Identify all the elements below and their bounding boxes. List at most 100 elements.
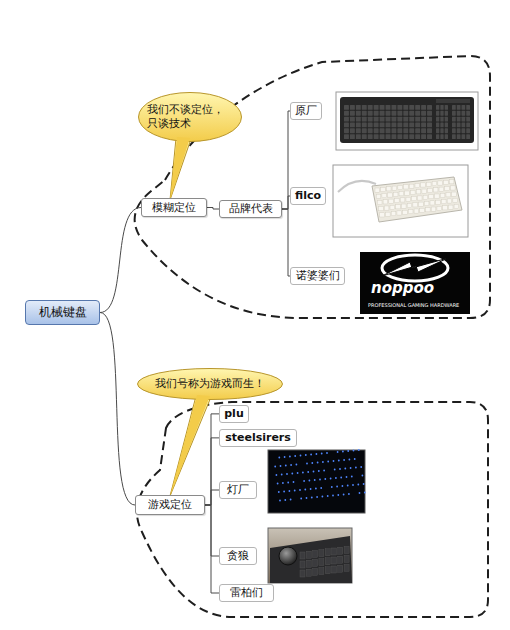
key-light	[353, 450, 355, 452]
key-light	[289, 490, 291, 492]
key-light	[296, 464, 298, 466]
key-light	[279, 500, 281, 502]
key-cap	[457, 105, 461, 110]
key-light	[310, 454, 312, 456]
key-light	[348, 493, 350, 495]
key-cap	[421, 183, 426, 187]
key-light	[306, 497, 308, 499]
key-cap	[391, 212, 396, 216]
key-light	[355, 467, 357, 469]
key-cap	[398, 185, 403, 189]
key-cap	[374, 111, 379, 116]
key-cap	[427, 134, 432, 139]
key-cap	[362, 128, 367, 133]
key-cap	[438, 181, 443, 185]
logo-bolt	[382, 258, 448, 276]
key-cap	[386, 128, 391, 133]
key-light	[332, 495, 334, 497]
key-cap	[332, 557, 337, 564]
key-cap	[457, 111, 461, 116]
key-light	[324, 478, 326, 480]
key-light	[313, 471, 315, 473]
node-text: 游戏定位	[148, 498, 192, 512]
key-cap	[332, 566, 337, 573]
key-light	[364, 492, 366, 494]
key-cap	[380, 213, 385, 217]
key-cap	[421, 134, 426, 139]
key-cap	[436, 105, 439, 110]
key-cap	[325, 549, 330, 556]
key-cap	[457, 134, 461, 139]
key-cap	[368, 128, 373, 133]
key-cap	[374, 117, 379, 122]
key-cap	[421, 117, 426, 122]
key-light	[310, 488, 312, 490]
key-cap	[368, 117, 373, 122]
branch-topic: 模糊定位	[141, 198, 207, 217]
photo-frame	[268, 450, 365, 513]
key-cap	[409, 117, 414, 122]
key-cap	[397, 211, 402, 215]
key-light	[357, 484, 359, 486]
key-cap	[403, 105, 408, 110]
key-cap	[436, 128, 439, 133]
key-light	[289, 456, 291, 458]
subtopic: steelsirers	[219, 429, 297, 447]
node-text: plu	[224, 407, 243, 421]
key-cap	[429, 195, 434, 199]
key-cap	[356, 105, 361, 110]
key-cap	[422, 189, 427, 193]
key-cap	[356, 128, 361, 133]
key-light	[363, 483, 365, 485]
key-cap	[368, 111, 373, 116]
key-cap	[374, 123, 379, 128]
key-cap	[313, 550, 318, 557]
keyboard-body	[372, 177, 462, 222]
key-light	[352, 484, 354, 486]
key-cap	[356, 134, 361, 139]
key-cap	[415, 134, 420, 139]
key-cap	[445, 123, 448, 128]
key-cap	[415, 123, 420, 128]
key-light	[318, 470, 320, 472]
key-cap	[350, 105, 355, 110]
key-cap	[439, 187, 444, 191]
key-cap	[447, 199, 452, 203]
key-cap	[306, 569, 311, 576]
key-cap	[344, 105, 349, 110]
key-cap	[423, 195, 428, 199]
key-cap	[436, 134, 439, 139]
key-light	[349, 459, 351, 461]
key-light	[276, 474, 278, 476]
key-cap	[386, 111, 391, 116]
key-light	[302, 472, 304, 474]
key-cap	[325, 558, 330, 565]
key-cap	[375, 188, 380, 192]
key-cap	[466, 117, 470, 122]
key-cap	[440, 117, 443, 122]
key-cap	[380, 128, 385, 133]
key-light	[305, 454, 307, 456]
key-light	[358, 449, 360, 451]
key-light	[333, 460, 335, 462]
key-cap	[428, 188, 433, 192]
key-light	[294, 490, 296, 492]
key-cap	[405, 191, 410, 195]
key-cap	[436, 200, 441, 204]
key-light	[287, 482, 289, 484]
key-cap	[466, 128, 470, 133]
branch-connector	[205, 490, 219, 505]
key-light	[309, 480, 311, 482]
key-cap	[397, 105, 402, 110]
key-cap	[383, 200, 388, 204]
key-cap	[325, 567, 330, 574]
key-cap	[409, 128, 414, 133]
key-cap	[431, 207, 436, 211]
key-cap	[391, 128, 396, 133]
key-cap	[452, 111, 456, 116]
key-cap	[408, 210, 413, 214]
key-cap	[380, 117, 385, 122]
key-cap	[415, 117, 420, 122]
key-light	[351, 476, 353, 478]
key-light	[337, 494, 339, 496]
